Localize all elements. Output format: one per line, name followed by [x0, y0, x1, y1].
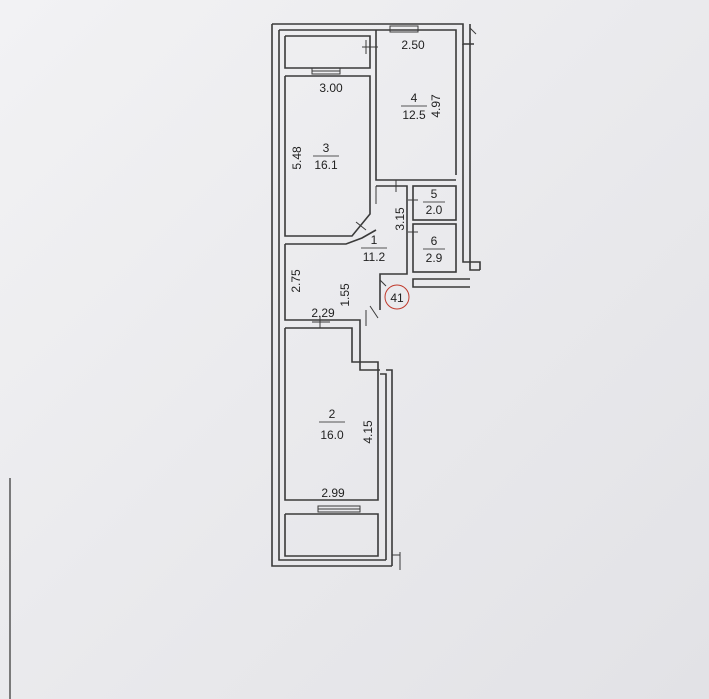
- room-4-number: 4: [411, 91, 418, 105]
- room-4: [362, 25, 456, 181]
- room-1-number: 1: [371, 233, 378, 247]
- room-6: [408, 199, 457, 273]
- outer-walls: [271, 23, 481, 570]
- dimension-label: 2.50: [401, 38, 425, 52]
- room-3: [284, 75, 371, 237]
- room-5-number: 5: [431, 187, 438, 201]
- unit-number-circle: [384, 284, 410, 310]
- dimension-label: 3.00: [319, 81, 343, 95]
- room-2: [284, 316, 379, 501]
- room-5: [412, 185, 457, 221]
- unit-number: 41: [390, 291, 404, 305]
- room-1-area: 11.2: [363, 250, 386, 264]
- dimension-label: 5.48: [290, 146, 304, 170]
- room-6-area: 2.9: [426, 251, 443, 265]
- dimension-label: 2.29: [311, 306, 335, 320]
- room-5-area: 2.0: [426, 203, 443, 217]
- dimension-label: 1.55: [338, 283, 352, 307]
- room-4-area: 12.5: [402, 108, 426, 122]
- dimension-label: 3.15: [393, 207, 407, 231]
- dimension-label: 4.15: [361, 420, 375, 444]
- room-2-number: 2: [329, 407, 336, 421]
- dimension-label: 2.99: [321, 486, 345, 500]
- room-2-area: 16.0: [320, 428, 344, 442]
- room-3-area: 16.1: [314, 158, 338, 172]
- balcony-top: [284, 35, 371, 75]
- room-1: [284, 180, 408, 371]
- room-6-number: 6: [431, 234, 438, 248]
- dimension-label: 4.97: [429, 94, 443, 118]
- room-3-number: 3: [323, 141, 330, 155]
- balcony-bottom: [284, 505, 379, 557]
- dimension-label: 2.75: [289, 269, 303, 293]
